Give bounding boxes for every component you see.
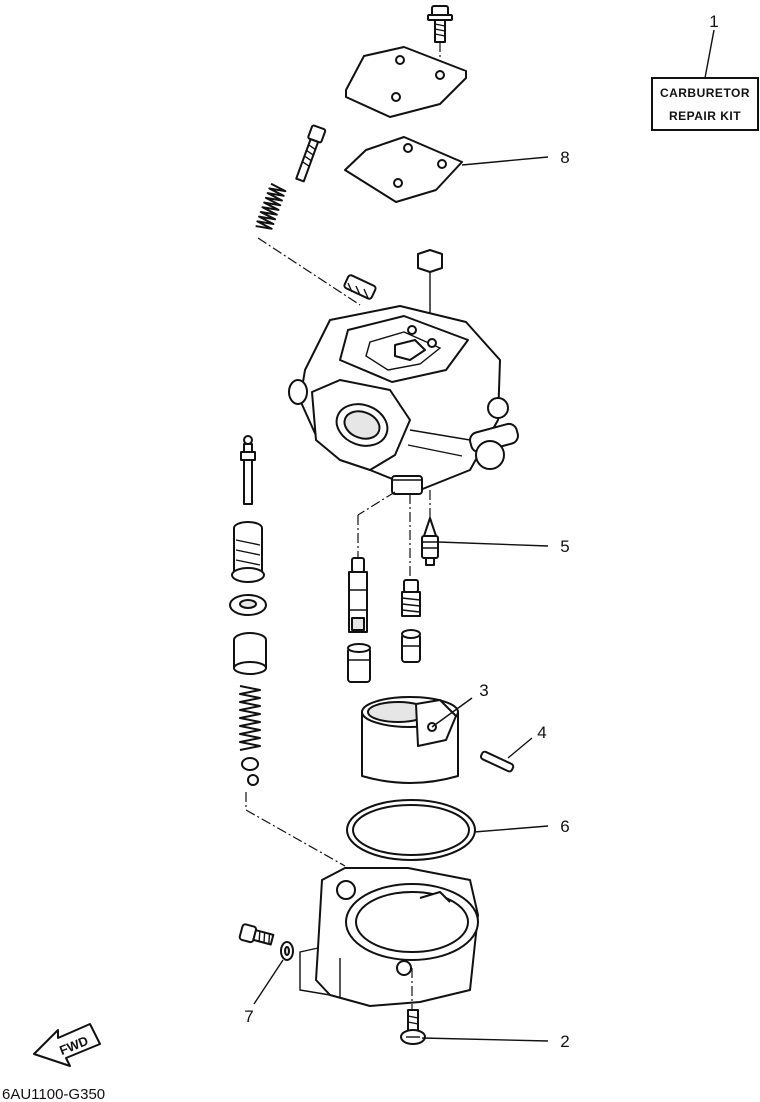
callout-6: 6 [560, 817, 569, 836]
kit-label-line2: REPAIR KIT [669, 109, 741, 123]
pump-rod [240, 435, 256, 505]
pilot-jet [401, 629, 421, 663]
diagram-code: 6AU1100-G350 [2, 1086, 105, 1102]
callout-8: 8 [560, 148, 569, 167]
main-nozzle [348, 557, 368, 633]
pump-ball [241, 757, 259, 786]
carburetor-body [288, 249, 519, 495]
pump-spring-lower [239, 685, 261, 751]
forward-arrow-icon: FWD [33, 1023, 101, 1067]
kit-label-line1: CARBURETOR [660, 86, 750, 100]
main-jet [401, 579, 421, 617]
pump-seal [229, 594, 267, 616]
needle-valve [421, 517, 439, 566]
float-bowl [299, 867, 479, 1007]
callout-7: 7 [244, 1007, 253, 1026]
bowl-screw [400, 1009, 426, 1045]
jet-plug [347, 643, 371, 683]
callout-5: 5 [560, 537, 569, 556]
drain-screw [238, 923, 275, 946]
callout-1: 1 [709, 12, 718, 31]
float-bowl-gasket [346, 799, 476, 861]
callout-4: 4 [537, 723, 546, 742]
repair-kit-box: CARBURETOR REPAIR KIT [651, 77, 759, 131]
cover-gasket [344, 136, 463, 203]
float [361, 696, 459, 784]
drain-washer [280, 941, 294, 961]
pump-spring-upper [231, 521, 265, 583]
callout-3: 3 [479, 681, 488, 700]
pilot-screw [295, 124, 327, 183]
pump-piston [233, 632, 267, 675]
callout-2: 2 [560, 1032, 569, 1051]
float-chamber-cover [345, 46, 467, 118]
cover-screw [427, 5, 453, 43]
pilot-screw-spring [255, 182, 287, 230]
float-pin [479, 750, 515, 773]
